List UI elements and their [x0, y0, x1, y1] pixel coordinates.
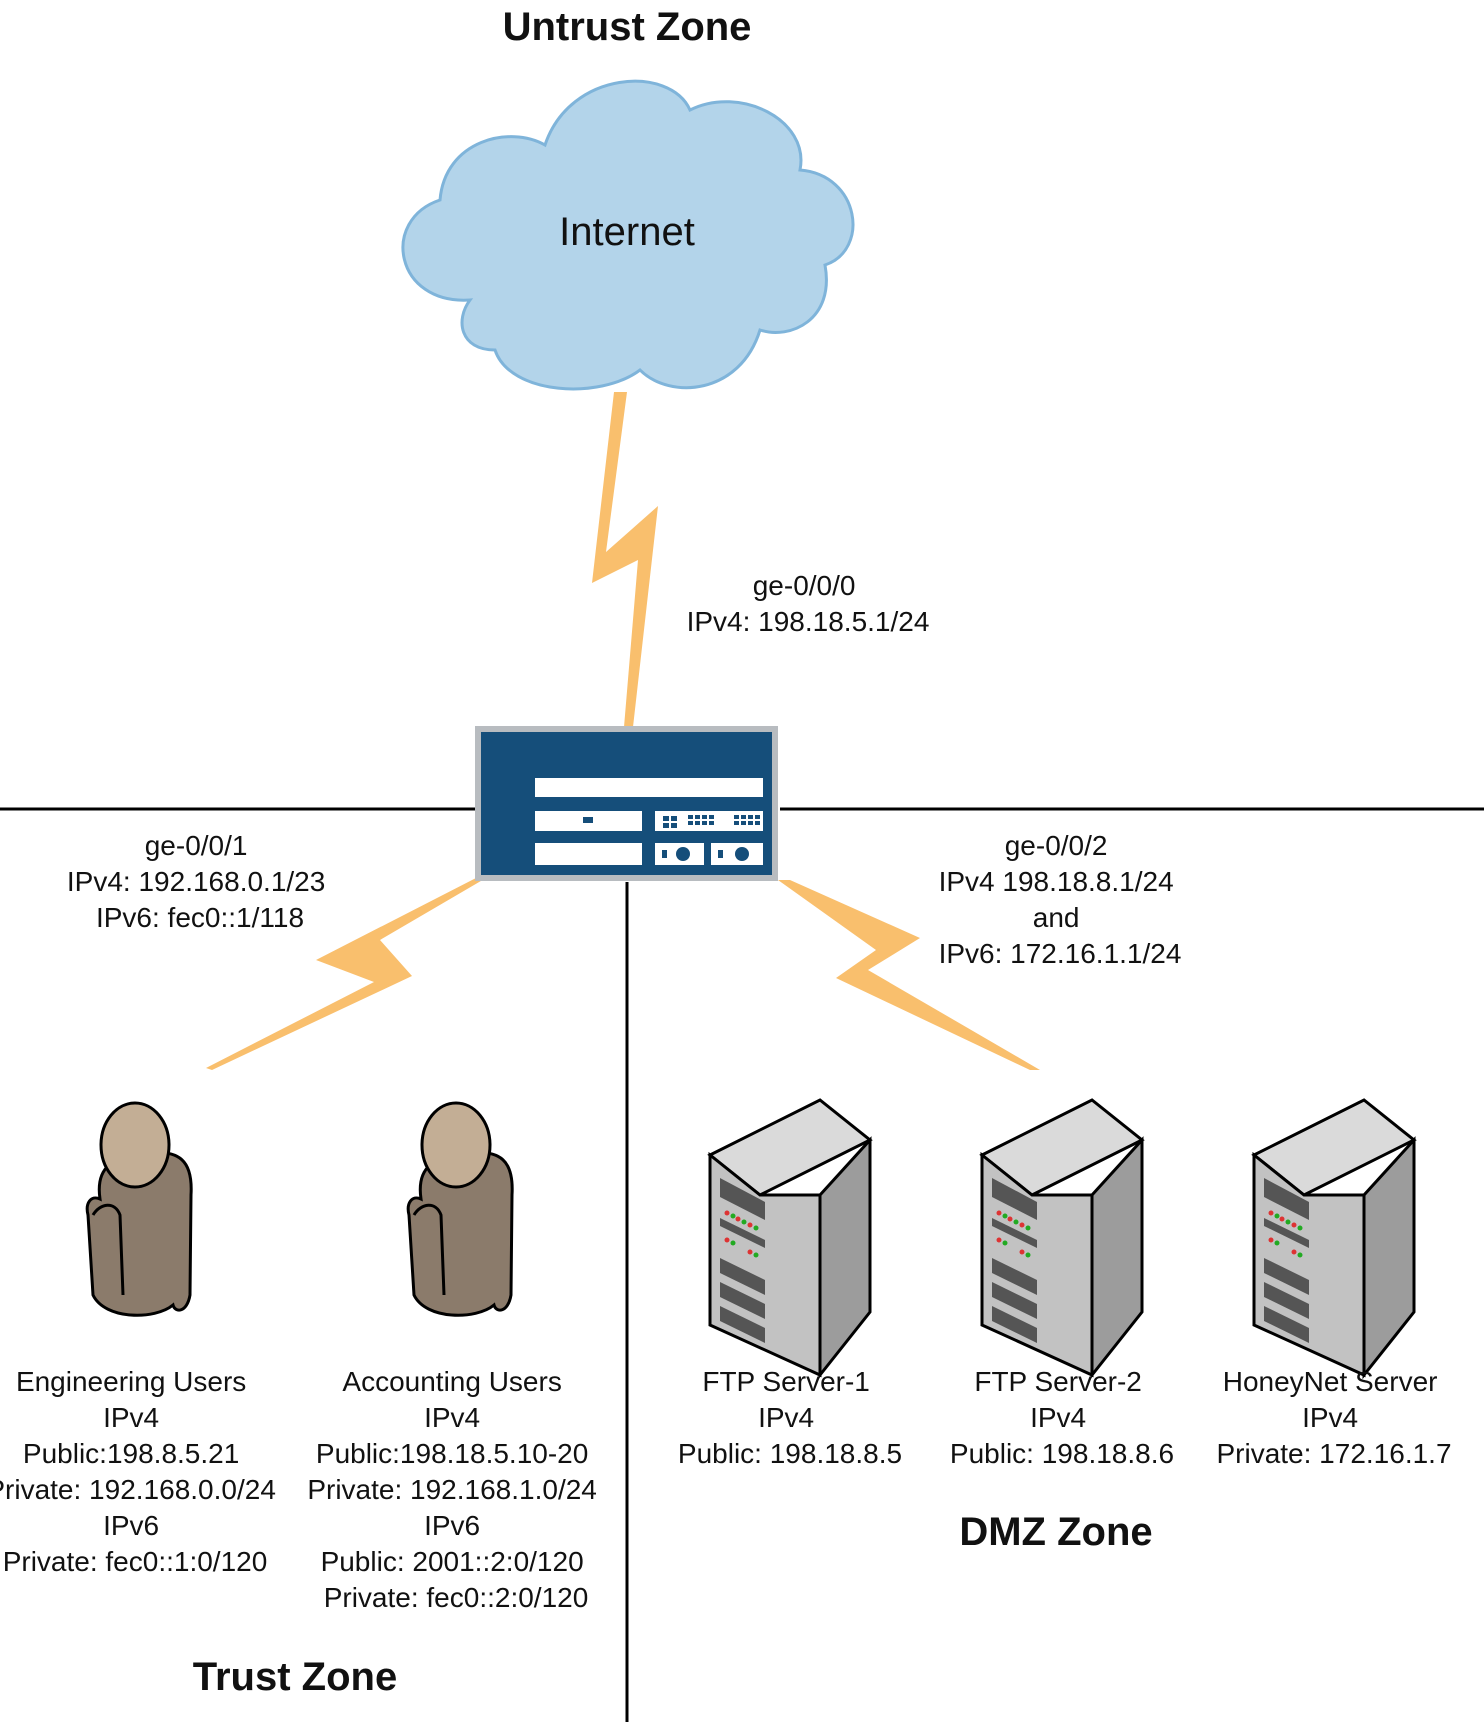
accounting-users-line: IPv4	[424, 1402, 480, 1433]
honeynet-server-line: HoneyNet Server	[1223, 1366, 1438, 1397]
interface-ge-0-0-1-label: ge-0/0/1 IPv4: 192.168.0.1/23 IPv6: fec0…	[67, 830, 333, 933]
ftp-server-2-label: FTP Server-2 IPv4 Public: 198.18.8.6	[950, 1366, 1174, 1469]
accounting-users-line: Accounting Users	[342, 1366, 561, 1397]
honeynet-server-line: Private: 172.16.1.7	[1216, 1438, 1451, 1469]
accounting-users-line: IPv6	[424, 1510, 480, 1541]
accounting-users-line: Private: fec0::2:0/120	[324, 1582, 589, 1613]
ftp-server-2-line: FTP Server-2	[974, 1366, 1142, 1397]
engineering-users-line: Engineering Users	[16, 1366, 246, 1397]
engineering-users-line: IPv6	[103, 1510, 159, 1541]
untrust-zone-title: Untrust Zone	[503, 5, 752, 49]
accounting-users-person-icon	[406, 1101, 514, 1317]
interface-ge-0-0-1-line: ge-0/0/1	[145, 830, 248, 861]
interface-ge-0-0-0-line: ge-0/0/0	[753, 570, 856, 601]
ftp-server-1-server-icon	[708, 1098, 872, 1377]
link-bolt-dmz	[778, 880, 1040, 1070]
internet-cloud-icon: Internet	[401, 79, 855, 391]
honeynet-server-line: IPv4	[1302, 1402, 1358, 1433]
ftp-server-1-label: FTP Server-1 IPv4 Public: 198.18.8.5	[678, 1366, 902, 1469]
honeynet-server-label: HoneyNet Server IPv4 Private: 172.16.1.7	[1216, 1366, 1451, 1469]
interface-ge-0-0-0-line: IPv4: 198.18.5.1/24	[687, 606, 930, 637]
interface-ge-0-0-2-line: and	[1033, 902, 1080, 933]
engineering-users-line: IPv4	[103, 1402, 159, 1433]
engineering-users-line: Public:198.8.5.21	[23, 1438, 239, 1469]
interface-ge-0-0-0-label: ge-0/0/0 IPv4: 198.18.5.1/24	[687, 570, 930, 637]
accounting-users-line: Public: 2001::2:0/120	[321, 1546, 584, 1577]
accounting-users-line: Public:198.18.5.10-20	[316, 1438, 588, 1469]
interface-ge-0-0-2-line: IPv4 198.18.8.1/24	[939, 866, 1174, 897]
trust-zone-title: Trust Zone	[193, 1655, 397, 1699]
ftp-server-1-line: FTP Server-1	[702, 1366, 870, 1397]
honeynet-server-server-icon	[1252, 1098, 1416, 1377]
ftp-server-2-line: IPv4	[1030, 1402, 1086, 1433]
engineering-users-line: Private: fec0::1:0/120	[3, 1546, 268, 1577]
ftp-server-2-server-icon	[980, 1098, 1144, 1377]
ftp-server-1-line: Public: 198.18.8.5	[678, 1438, 902, 1469]
firewall-device-icon	[475, 726, 778, 881]
engineering-users-label: Engineering Users IPv4 Public:198.8.5.21…	[0, 1366, 284, 1577]
engineering-users-line: Private: 192.168.0.0/24	[0, 1474, 276, 1505]
interface-ge-0-0-1-line: IPv6: fec0::1/118	[96, 902, 304, 933]
accounting-users-label: Accounting Users IPv4 Public:198.18.5.10…	[307, 1366, 604, 1613]
engineering-users-person-icon	[85, 1101, 193, 1317]
accounting-users-line: Private: 192.168.1.0/24	[307, 1474, 597, 1505]
interface-ge-0-0-2-line: ge-0/0/2	[1005, 830, 1108, 861]
interface-ge-0-0-1-line: IPv4: 192.168.0.1/23	[67, 866, 325, 897]
link-bolt-untrust	[592, 392, 658, 727]
interface-ge-0-0-2-line: IPv6: 172.16.1.1/24	[939, 938, 1182, 969]
ftp-server-2-line: Public: 198.18.8.6	[950, 1438, 1174, 1469]
interface-ge-0-0-2-label: ge-0/0/2 IPv4 198.18.8.1/24 and IPv6: 17…	[939, 830, 1182, 969]
internet-label: Internet	[559, 210, 695, 254]
ftp-server-1-line: IPv4	[758, 1402, 814, 1433]
dmz-zone-title: DMZ Zone	[959, 1510, 1152, 1554]
